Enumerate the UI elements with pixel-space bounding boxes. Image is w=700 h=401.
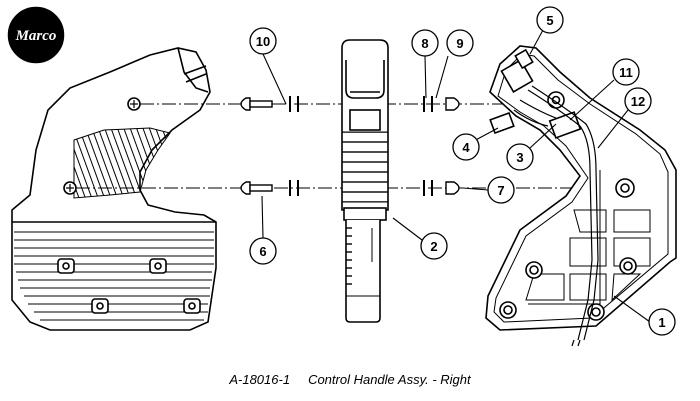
left-handle-shell [11, 47, 217, 331]
svg-text:11: 11 [619, 65, 633, 80]
callout-10: 10 [249, 27, 277, 55]
svg-text:2: 2 [430, 239, 437, 254]
svg-text:7: 7 [497, 183, 504, 198]
leader-lines [261, 29, 651, 323]
callout-5: 5 [536, 6, 564, 34]
callout-2: 2 [420, 232, 448, 260]
center-shaft [341, 39, 389, 323]
caption-part-number: A-18016-1 [229, 372, 291, 387]
logo-text: Marco [15, 28, 57, 44]
right-handle-inner [485, 45, 677, 347]
washers-right [423, 96, 433, 196]
callout-6: 6 [249, 237, 277, 265]
callout-1: 1 [648, 308, 676, 336]
svg-text:3: 3 [516, 150, 523, 165]
svg-text:4: 4 [462, 140, 470, 155]
marco-logo: Marco [6, 5, 66, 65]
svg-text:12: 12 [631, 94, 645, 109]
left-handle-hole-marks [66, 100, 138, 192]
callout-9: 9 [446, 29, 474, 57]
nuts-right [445, 97, 460, 195]
svg-text:8: 8 [421, 36, 428, 51]
callout-8: 8 [411, 29, 439, 57]
callout-11: 11 [612, 58, 640, 86]
screw-left [240, 97, 273, 195]
svg-text:5: 5 [546, 13, 553, 28]
svg-text:6: 6 [259, 244, 266, 259]
callout-4: 4 [452, 133, 480, 161]
callout-3: 3 [506, 143, 534, 171]
callout-12: 12 [624, 87, 652, 115]
svg-text:10: 10 [256, 34, 270, 49]
callout-7: 7 [487, 176, 515, 204]
washers-left [289, 96, 299, 196]
svg-text:1: 1 [658, 315, 665, 330]
caption-title: Control Handle Assy. - Right [308, 372, 471, 387]
diagram-caption: A-18016-1 Control Handle Assy. - Right [0, 372, 700, 387]
svg-text:9: 9 [456, 36, 463, 51]
